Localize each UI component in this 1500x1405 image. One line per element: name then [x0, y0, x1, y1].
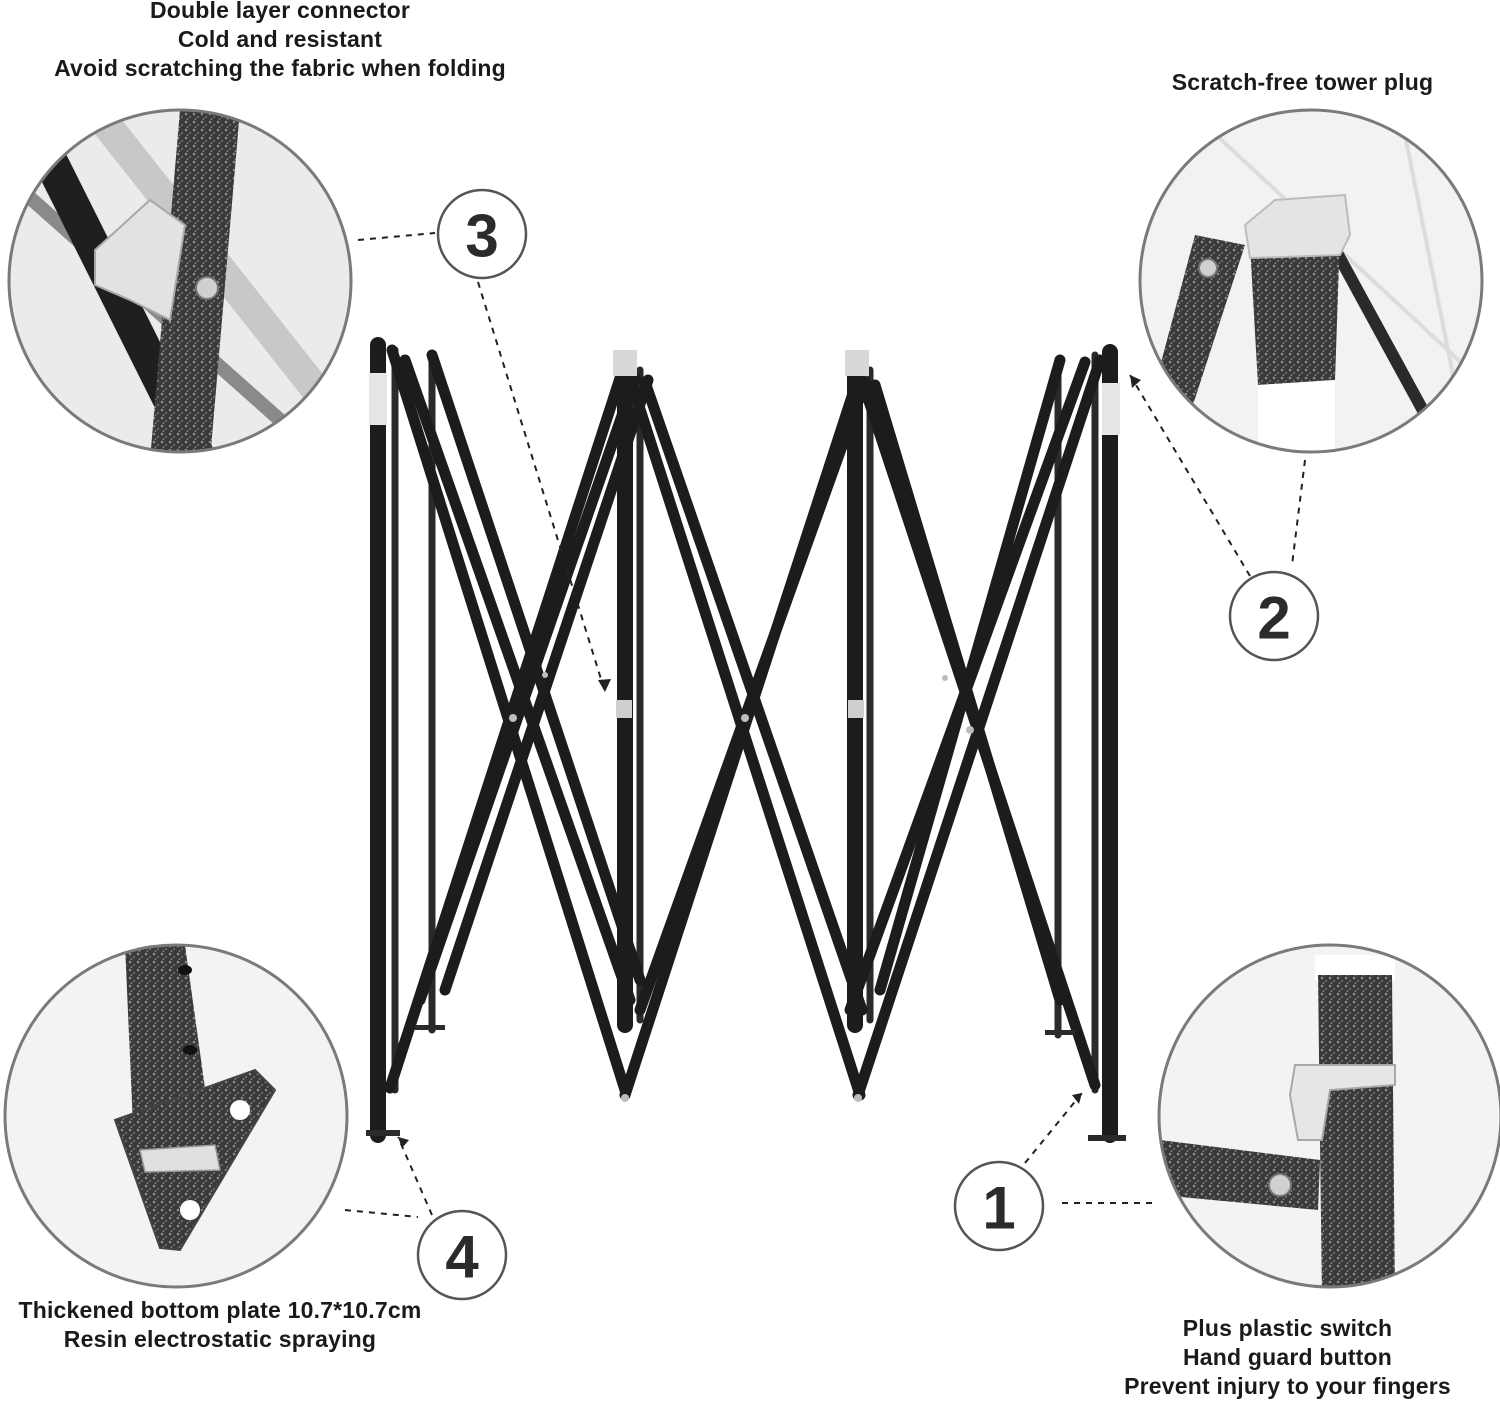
- callout-3-number: 3: [465, 203, 498, 270]
- detail-circle-plastic-switch: [1157, 943, 1500, 1289]
- callout-1-number: 1: [982, 1175, 1015, 1242]
- callout-1-caption: Plus plastic switch Hand guard button Pr…: [1100, 1314, 1475, 1401]
- scissor-trusses: [384, 344, 1106, 1101]
- connector-clip: [94, 198, 187, 322]
- callout-3-caption: Double layer connector Cold and resistan…: [20, 0, 540, 83]
- detail-circle-connector: [7, 108, 353, 454]
- callout-badge-3: 3: [436, 188, 528, 280]
- callout-2-caption: Scratch-free tower plug: [1120, 68, 1485, 97]
- frame-legs: [370, 337, 1118, 1143]
- tower-plug-cap: [1243, 193, 1352, 260]
- callout-4-line-1: Thickened bottom plate 10.7*10.7cm: [18, 1297, 422, 1323]
- callout-badge-4: 4: [416, 1209, 508, 1301]
- callout-3-line-2: Cold and resistant: [177, 26, 383, 52]
- leader-lines: [344, 232, 1306, 1218]
- callout-1-line-3: Prevent injury to your fingers: [1124, 1373, 1451, 1399]
- callout-4-number: 4: [445, 1224, 479, 1291]
- callout-badge-1: 1: [953, 1160, 1045, 1252]
- foot-plates: [366, 1025, 1126, 1141]
- callout-2-number: 2: [1257, 585, 1290, 652]
- detail-circle-bottom-plate: [3, 943, 349, 1289]
- connector-bolt: [195, 276, 219, 300]
- callout-badge-2: 2: [1228, 570, 1320, 662]
- folded-frame: [366, 337, 1126, 1143]
- leg-tube: [1318, 975, 1395, 1287]
- callout-1-line-1: Plus plastic switch: [1182, 1315, 1393, 1341]
- callout-1-line-2: Hand guard button: [1182, 1344, 1393, 1370]
- callout-4-caption: Thickened bottom plate 10.7*10.7cm Resin…: [0, 1296, 440, 1354]
- callout-3-line-3: Avoid scratching the fabric when folding: [54, 55, 506, 81]
- frame-plugs: [369, 350, 1120, 718]
- detail-circle-tower-plug: [1138, 108, 1484, 454]
- plastic-switch: [1288, 1064, 1396, 1141]
- callout-4-line-2: Resin electrostatic spraying: [63, 1326, 377, 1352]
- callout-2-line-1: Scratch-free tower plug: [1171, 69, 1434, 95]
- callout-3-line-1: Double layer connector: [149, 0, 411, 23]
- arrowheads: [398, 375, 1141, 1148]
- pivot-bolts: [509, 672, 974, 1102]
